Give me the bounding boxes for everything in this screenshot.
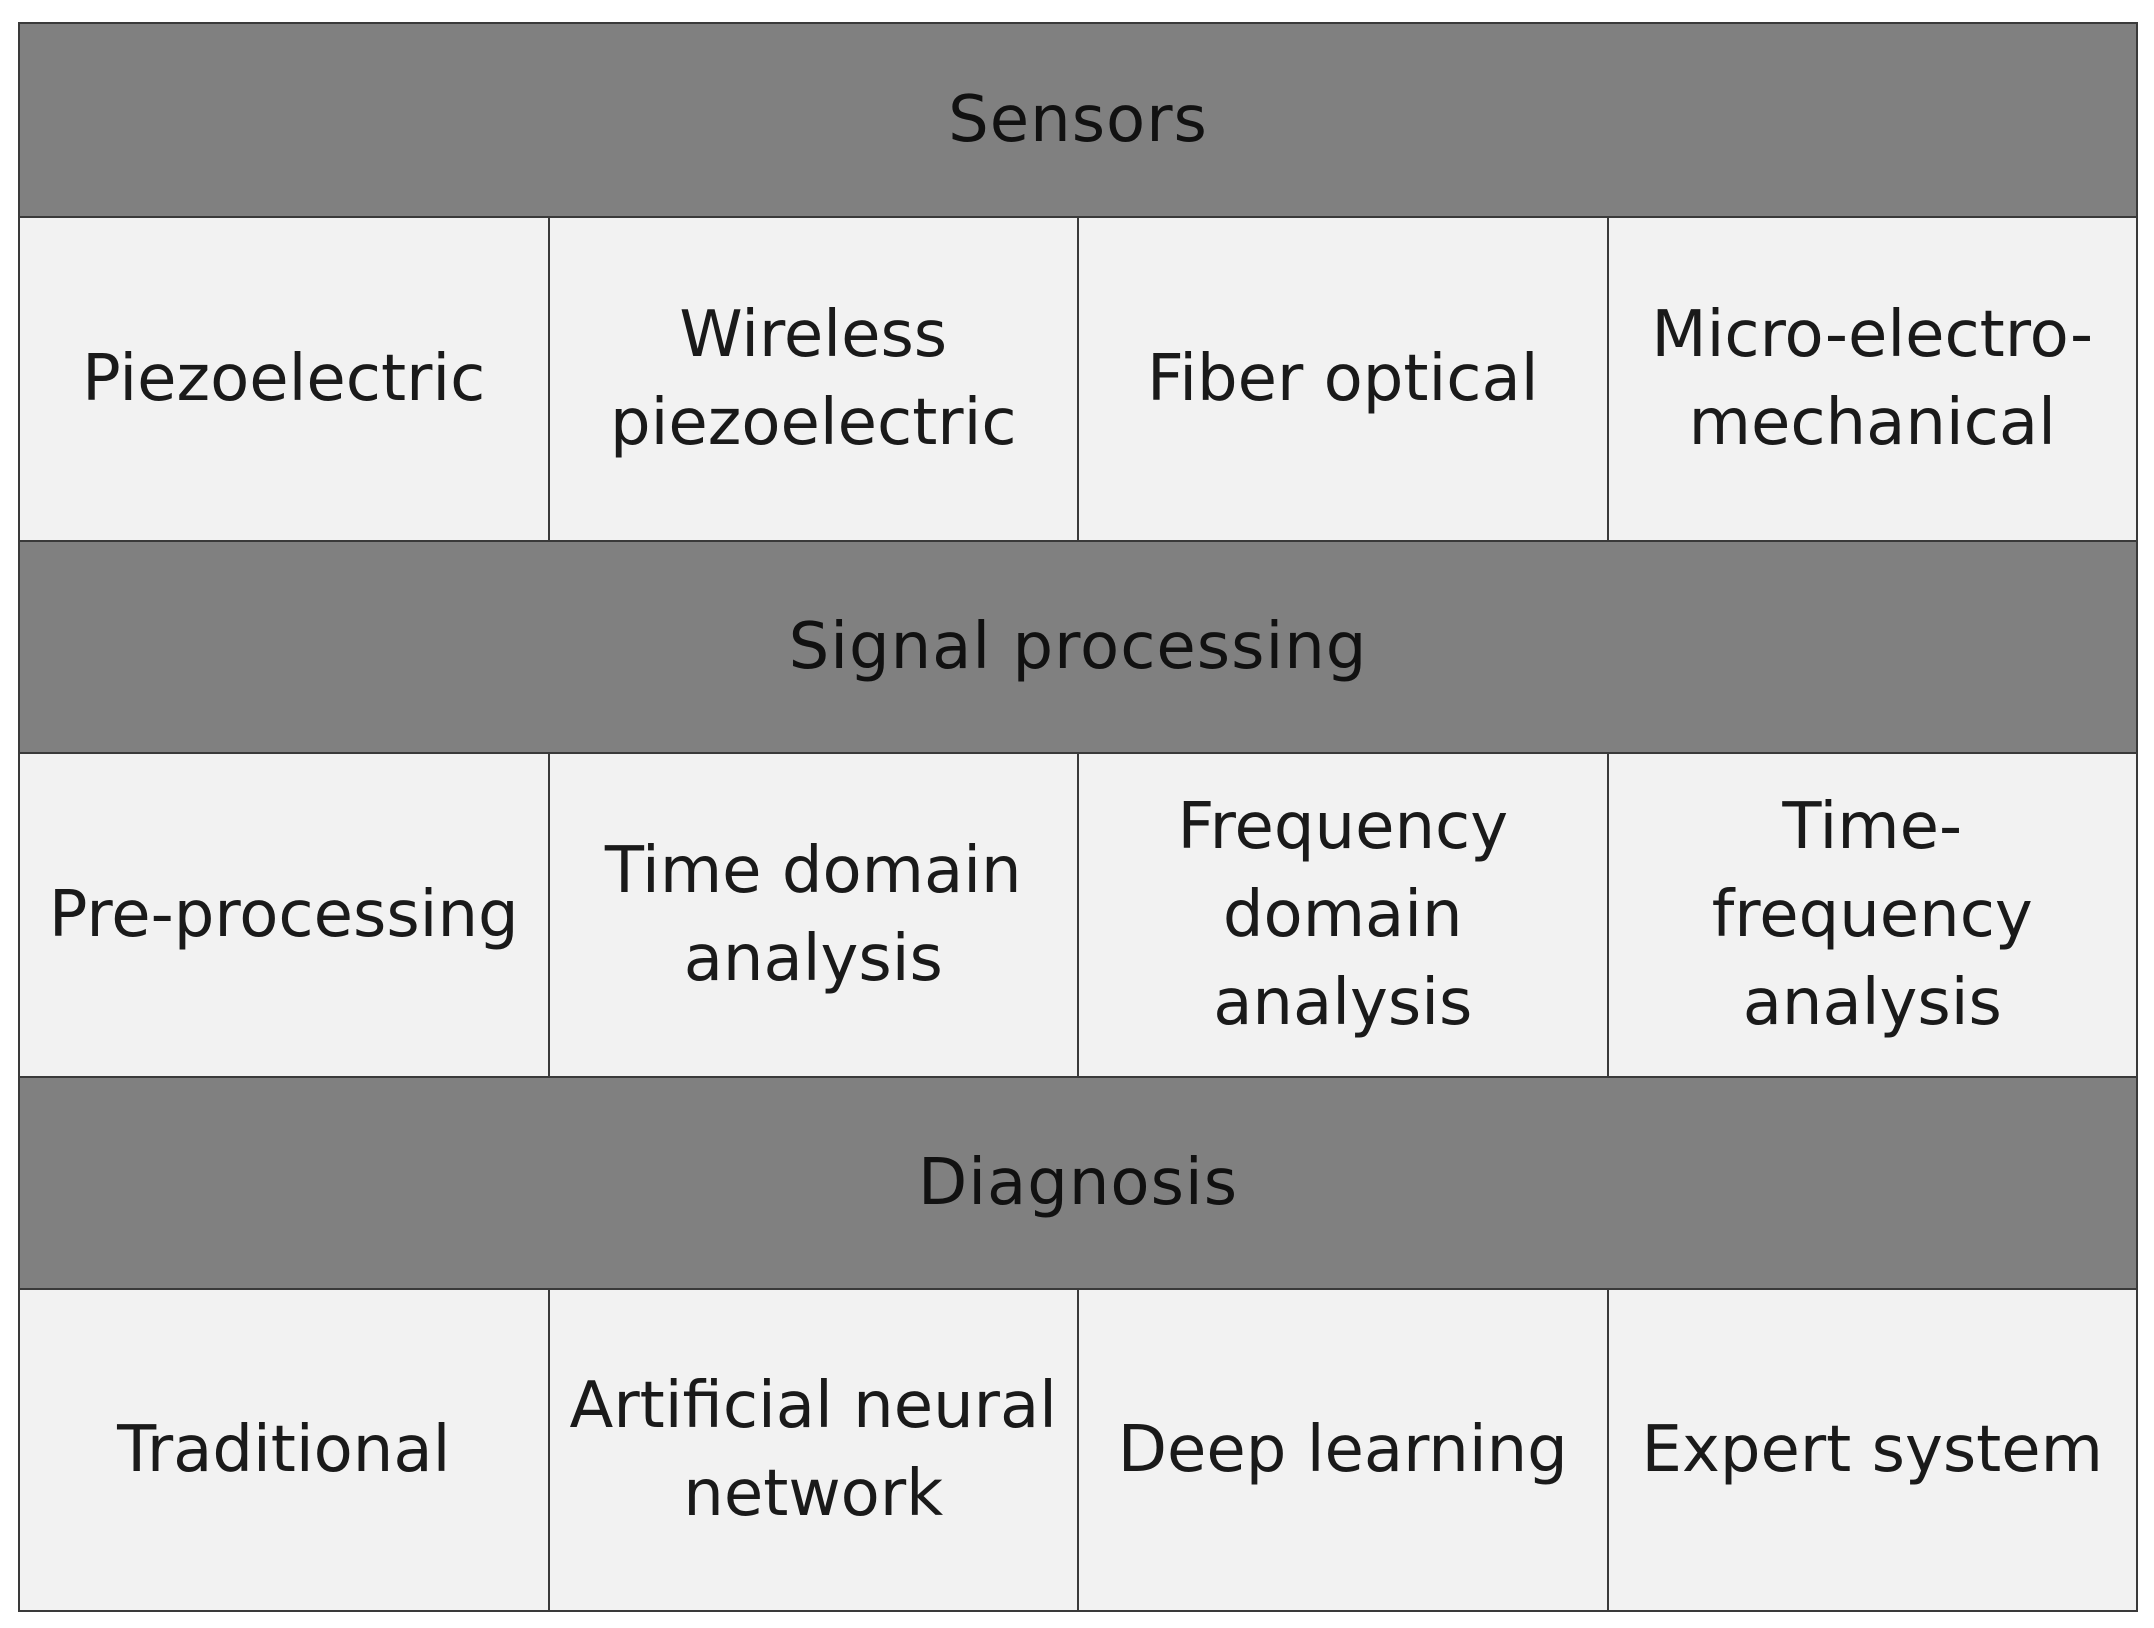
item-cell: Pre-processing [20, 754, 550, 1076]
section-header-sensors: Sensors [20, 24, 2136, 218]
section-row-sensors: Piezoelectric Wireless piezoelectric Fib… [20, 218, 2136, 542]
item-cell: Deep learning [1079, 1290, 1609, 1610]
item-cell: Frequency domain analysis [1079, 754, 1609, 1076]
section-title: Sensors [948, 83, 1208, 157]
section-header-diagnosis: Diagnosis [20, 1078, 2136, 1290]
item-cell: Time domain analysis [549, 754, 1079, 1076]
section-header-signal-processing: Signal processing [20, 542, 2136, 754]
item-cell: Wireless piezoelectric [549, 218, 1079, 540]
item-cell: Fiber optical [1079, 218, 1609, 540]
diagram-grid: Sensors Piezoelectric Wireless piezoelec… [18, 22, 2138, 1612]
item-cell: Expert system [1608, 1290, 2136, 1610]
section-row-diagnosis: Traditional Artificial neural network De… [20, 1290, 2136, 1610]
item-cell: Micro-electro- mechanical [1608, 218, 2136, 540]
section-title: Diagnosis [917, 1146, 1239, 1220]
section-row-signal-processing: Pre-processing Time domain analysis Freq… [20, 754, 2136, 1078]
section-title: Signal processing [788, 610, 1368, 684]
item-cell: Piezoelectric [20, 218, 550, 540]
item-cell: Traditional [20, 1290, 550, 1610]
item-cell: Time-frequency analysis [1608, 754, 2136, 1076]
item-cell: Artificial neural network [549, 1290, 1079, 1610]
